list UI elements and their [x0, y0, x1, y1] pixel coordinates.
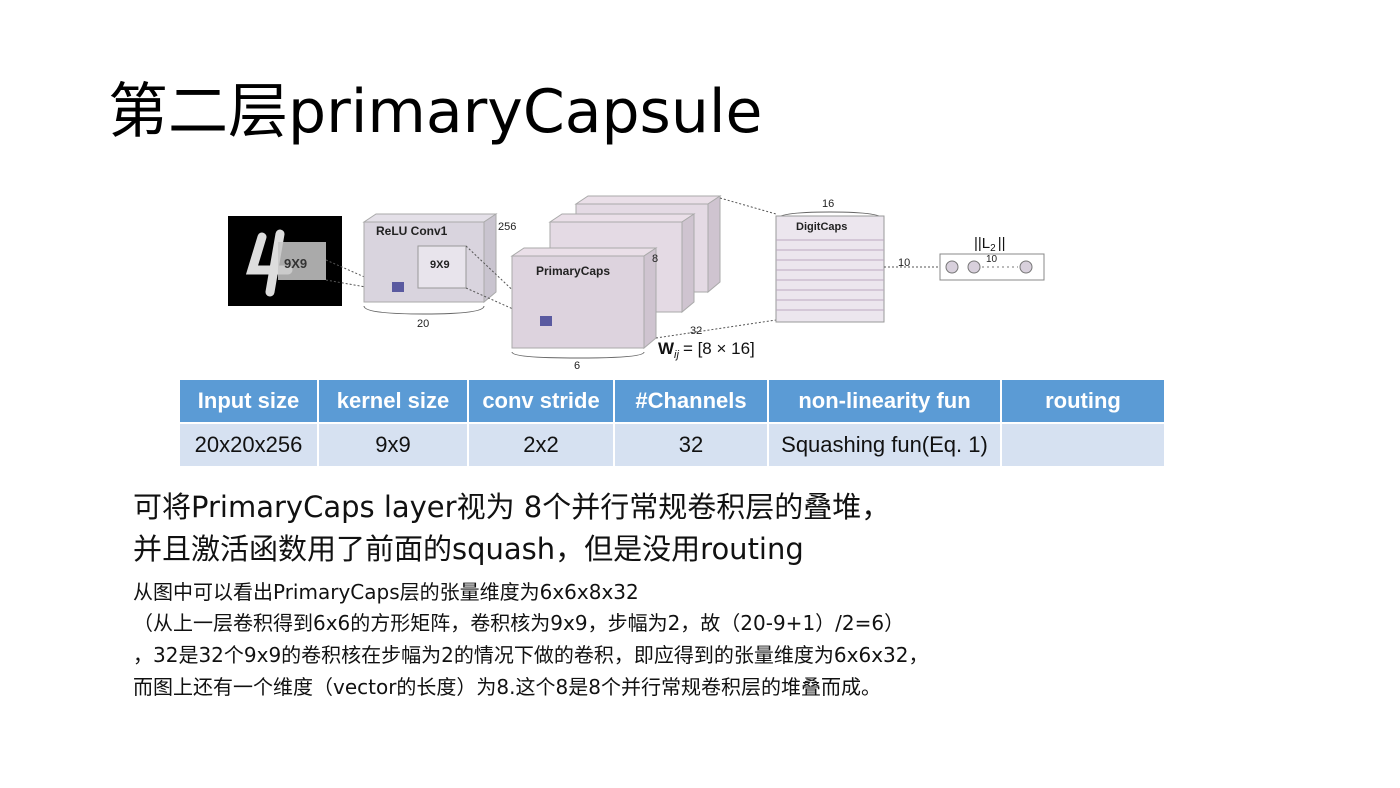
norm-label: ||L2|| [974, 235, 1006, 254]
body-line-1: 可将PrimaryCaps layer视为 8个并行常规卷积层的叠堆， [133, 487, 890, 527]
cell-nonlinearity: Squashing fun(Eq. 1) [769, 422, 1000, 466]
col-nonlinearity: non-linearity fun [769, 380, 1000, 422]
col-routing: routing [1002, 380, 1164, 422]
primarycaps-unit [540, 316, 552, 326]
output-capsule-1 [946, 261, 958, 273]
slide-title: 第二层primaryCapsule [108, 72, 762, 152]
output-capsule-2 [968, 261, 980, 273]
spec-table: Input size kernel size conv stride #Chan… [178, 380, 1166, 466]
conv1-top [364, 214, 496, 222]
weight-formula: Wij= [8 × 16] [658, 339, 755, 361]
input-kernel-label: 9X9 [284, 256, 307, 271]
output-count: 10 [986, 254, 998, 265]
output-capsule-3 [1020, 261, 1032, 273]
col-input-size: Input size [180, 380, 317, 422]
capsnet-diagram: 9X9 ReLU Conv1 256 9X9 20 PrimaryCaps 8 … [200, 142, 1080, 372]
digitcaps-dim: 16 [822, 198, 834, 210]
conv1-kernel-label: 9X9 [430, 259, 450, 271]
body-line-6: 而图上还有一个维度（vector的长度）为8.这个8是8个并行常规卷积层的堆叠而… [133, 671, 881, 703]
digitcaps-label: DigitCaps [796, 221, 847, 233]
table-header-row: Input size kernel size conv stride #Chan… [180, 380, 1164, 422]
cell-routing [1002, 422, 1164, 466]
col-conv-stride: conv stride [469, 380, 613, 422]
cell-conv-stride: 2x2 [469, 422, 613, 466]
conv1-unit [392, 282, 404, 292]
col-kernel-size: kernel size [319, 380, 467, 422]
conv1-label: ReLU Conv1 [376, 224, 448, 238]
conv1-width: 20 [417, 318, 429, 330]
body-line-4: （从上一层卷积得到6x6的方形矩阵，卷积核为9x9，步幅为2，故（20-9+1）… [133, 607, 904, 639]
body-line-5: ，32是32个9x9的卷积核在步幅为2的情况下做的卷积，即应得到的张量维度为6x… [133, 639, 928, 671]
conv1-side [484, 214, 496, 302]
body-line-2: 并且激活函数用了前面的squash，但是没用routing [133, 529, 804, 569]
col-channels: #Channels [615, 380, 767, 422]
primarycaps-label: PrimaryCaps [536, 264, 610, 278]
conv1-depth: 256 [498, 221, 516, 233]
cell-kernel-size: 9x9 [319, 422, 467, 466]
primarycaps-depth: 8 [652, 253, 658, 265]
cell-input-size: 20x20x256 [180, 422, 317, 466]
cell-channels: 32 [615, 422, 767, 466]
primarycaps-width: 6 [574, 360, 580, 372]
table-row: 20x20x256 9x9 2x2 32 Squashing fun(Eq. 1… [180, 422, 1164, 466]
body-line-3: 从图中可以看出PrimaryCaps层的张量维度为6x6x8x32 [133, 576, 639, 608]
